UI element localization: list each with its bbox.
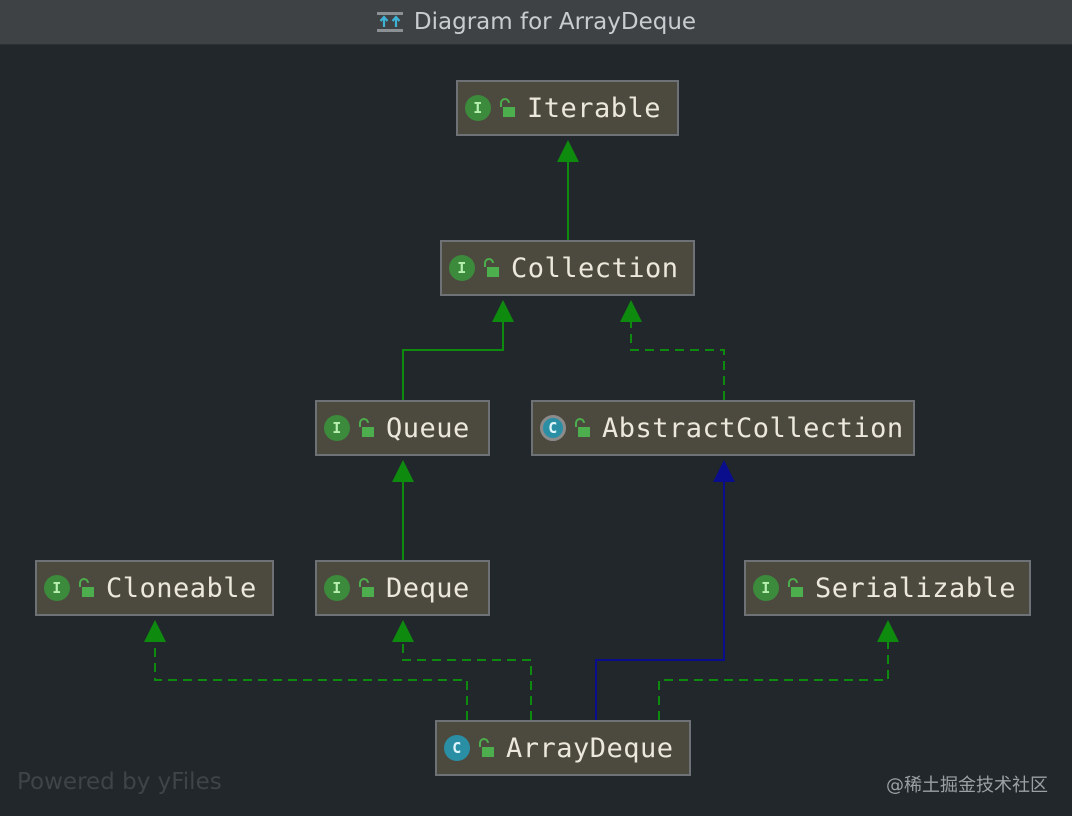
unlocked-icon [479, 738, 494, 757]
arrow-head [713, 460, 735, 482]
arrow-head [620, 300, 642, 322]
edge-arraydeque-deque [402, 642, 532, 720]
interface-icon: I [324, 415, 350, 441]
interface-icon: I [324, 575, 350, 601]
node-name: Queue [386, 412, 470, 444]
node-abstract-collection[interactable]: C AbstractCollection [531, 400, 915, 456]
unlocked-icon [484, 258, 499, 277]
class-icon: C [444, 735, 470, 761]
abstract-class-icon: C [540, 415, 566, 441]
node-name: Cloneable [106, 572, 257, 604]
unlocked-icon [500, 98, 515, 117]
node-serializable[interactable]: I Serializable [744, 560, 1031, 616]
site-watermark: @稀土掘金技术社区 [886, 775, 1048, 796]
unlocked-icon [79, 578, 94, 597]
edge-arraydeque-serializable [658, 642, 889, 720]
interface-icon: I [449, 255, 475, 281]
diagram-canvas: I Iterable I Collection I Queue C Abstra… [0, 44, 1072, 816]
node-name: Iterable [527, 92, 662, 124]
powered-by-label: Powered by yFiles [17, 769, 222, 795]
unlocked-icon [359, 418, 374, 437]
window-title-bar: Diagram for ArrayDeque [0, 0, 1072, 45]
edge-queue-collection [402, 322, 504, 400]
arrow-head [877, 620, 899, 642]
arrow-head [392, 620, 414, 642]
node-name: ArrayDeque [506, 732, 674, 764]
arrow-head [392, 460, 414, 482]
node-iterable[interactable]: I Iterable [456, 80, 679, 136]
arrow-head [492, 300, 514, 322]
node-queue[interactable]: I Queue [315, 400, 490, 456]
node-deque[interactable]: I Deque [315, 560, 490, 616]
unlocked-icon [788, 578, 803, 597]
unlocked-icon [359, 578, 374, 597]
window-title: Diagram for ArrayDeque [413, 9, 697, 35]
edge-arraydeque-cloneable [154, 642, 468, 720]
diagram-icon [376, 12, 403, 32]
interface-icon: I [465, 95, 491, 121]
edges-layer [144, 140, 899, 720]
node-name: Deque [386, 572, 470, 604]
arrow-head [557, 140, 579, 162]
node-cloneable[interactable]: I Cloneable [35, 560, 274, 616]
node-name: Serializable [815, 572, 1017, 604]
unlocked-icon [575, 418, 590, 437]
edge-arraydeque-abstractcollection [595, 482, 725, 720]
node-array-deque[interactable]: C ArrayDeque [435, 720, 691, 776]
interface-icon: I [753, 575, 779, 601]
node-name: AbstractCollection [602, 412, 904, 444]
edge-abstractcollection-collection [630, 322, 725, 400]
arrow-head [144, 620, 166, 642]
node-collection[interactable]: I Collection [440, 240, 695, 296]
node-name: Collection [511, 252, 679, 284]
interface-icon: I [44, 575, 70, 601]
